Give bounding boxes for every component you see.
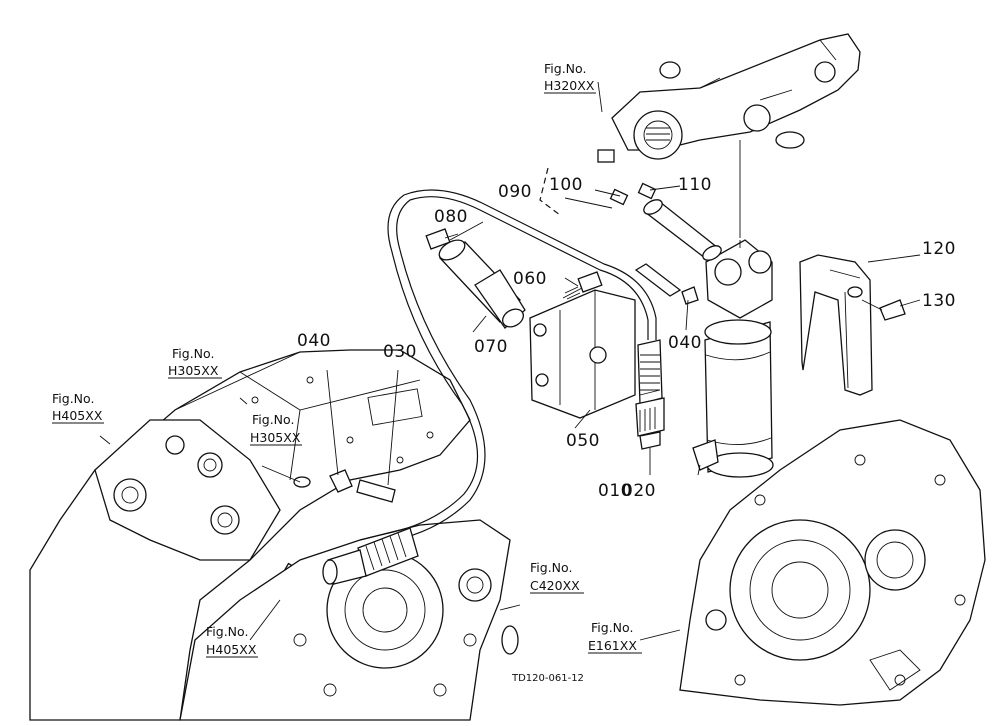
svg-text:Fig.No.: Fig.No.: [172, 346, 214, 361]
svg-text:Fig.No.: Fig.No.: [530, 560, 572, 575]
hydraulic-hose-030: [359, 189, 657, 549]
part-number-070: 070: [474, 337, 508, 357]
fig-ref-h405-bottom: Fig.No. H405XX: [206, 624, 258, 658]
svg-text:Fig.No.: Fig.No.: [52, 391, 94, 406]
svg-text:Fig.No.: Fig.No.: [206, 624, 248, 639]
svg-text:H305XX: H305XX: [168, 363, 219, 378]
part-number-040-right: 040: [668, 333, 702, 353]
part-number-030: 030: [383, 342, 417, 362]
fig-ref-h305-top: Fig.No. H305XX: [168, 346, 222, 379]
leader-lines: [99, 81, 921, 641]
svg-text:E161XX: E161XX: [588, 638, 637, 653]
fig-ref-h405-left: Fig.No. H405XX: [52, 391, 104, 424]
bracket-050: [529, 289, 636, 419]
part-number-labels: 010 020 030 040 040 050 060 070 080 090 …: [297, 175, 956, 501]
diagram-id: TD120-061-12: [511, 673, 584, 684]
svg-text:C420XX: C420XX: [530, 578, 580, 593]
part-number-010: 010: [598, 481, 632, 501]
svg-text:H405XX: H405XX: [206, 642, 257, 657]
cover-120: [799, 254, 873, 396]
svg-text:H305XX: H305XX: [250, 430, 301, 445]
transmission-case-center: [179, 519, 519, 721]
part-number-040-left: 040: [297, 331, 331, 351]
valve-body-assembly: [29, 349, 471, 721]
part-number-080: 080: [434, 207, 468, 227]
lift-arm-assembly: [597, 33, 861, 163]
lift-cylinder: [692, 140, 774, 478]
svg-text:Fig.No.: Fig.No.: [544, 61, 586, 76]
group-bracket-090: [539, 167, 561, 216]
svg-text:Fig.No.: Fig.No.: [591, 620, 633, 635]
tube-040-left: [293, 469, 396, 503]
hose-fitting-020: [635, 339, 665, 450]
part-number-100: 100: [549, 175, 583, 195]
transmission-case-right: [679, 419, 986, 706]
fig-ref-c420: Fig.No. C420XX: [530, 560, 584, 594]
hose-end-fitting: [322, 527, 419, 585]
fig-ref-h320: Fig.No. H320XX: [544, 61, 596, 94]
part-number-050: 050: [566, 431, 600, 451]
bolt-060: [562, 271, 603, 300]
part-number-090: 090: [498, 182, 532, 202]
fitting-110: [609, 182, 657, 206]
svg-text:H405XX: H405XX: [52, 408, 103, 423]
fig-ref-h305-mid: Fig.No. H305XX: [250, 412, 302, 446]
figure-references: Fig.No. H320XX Fig.No. H305XX Fig.No. H4…: [52, 61, 642, 658]
fig-ref-e161: Fig.No. E161XX: [588, 620, 642, 654]
part-number-120: 120: [922, 239, 956, 259]
part-number-060: 060: [513, 269, 547, 289]
svg-text:Fig.No.: Fig.No.: [252, 412, 294, 427]
pin-100: [643, 199, 722, 261]
part-number-130: 130: [922, 291, 956, 311]
bolt-130: [861, 299, 906, 321]
part-number-020: 020: [622, 481, 656, 501]
pin-070: [438, 239, 526, 329]
tube-040-right: [634, 263, 699, 305]
bolt-080: [425, 228, 459, 250]
part-number-110: 110: [678, 175, 712, 195]
svg-text:H320XX: H320XX: [544, 78, 595, 93]
